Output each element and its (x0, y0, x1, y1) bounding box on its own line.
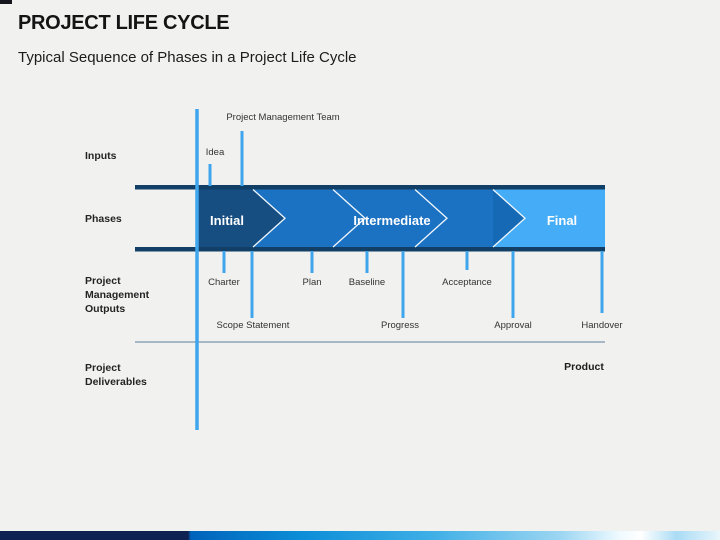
band-bottom-border (135, 247, 605, 252)
chevron-outline-2 (414, 189, 448, 248)
row-label-project-deliverables: Project Deliverables (85, 362, 147, 388)
output-label-charter: Charter (208, 277, 240, 288)
band-top-border (135, 185, 605, 190)
output-label-baseline: Baseline (348, 277, 386, 288)
page-subtitle: Typical Sequence of Phases in a Project … (18, 49, 357, 66)
output-label-acceptance: Acceptance (442, 277, 492, 288)
phase-label-initial: Initial (210, 213, 244, 228)
footer-gradient-bar (0, 531, 720, 540)
final-boundary-chevron (493, 189, 525, 247)
initial-chevron-outline (252, 189, 286, 248)
output-label-progress: Progress (380, 320, 420, 331)
chevron-outline-1 (332, 189, 366, 248)
output-label-approval: Approval (494, 320, 532, 331)
corner-mark (0, 0, 12, 4)
phase-label-intermediate: Intermediate (353, 213, 431, 228)
phase-label-final: Final (546, 213, 578, 228)
page-title: PROJECT LIFE CYCLE (18, 12, 230, 34)
final-boundary-chevron-outline (492, 189, 526, 248)
output-label-plan: Plan (302, 277, 322, 288)
input-label-idea: Idea (205, 147, 225, 158)
row-label-phases: Phases (85, 213, 122, 225)
deliverable-label-product: Product (564, 361, 604, 373)
input-label-project-management-team: Project Management Team (226, 112, 340, 123)
output-label-handover: Handover (581, 320, 623, 331)
output-label-scope-statement: Scope Statement (216, 320, 290, 331)
phase-band-initial (197, 189, 285, 247)
row-label-project-management-outputs: Project Management Outputs (85, 275, 150, 315)
row-label-inputs: Inputs (85, 150, 117, 162)
